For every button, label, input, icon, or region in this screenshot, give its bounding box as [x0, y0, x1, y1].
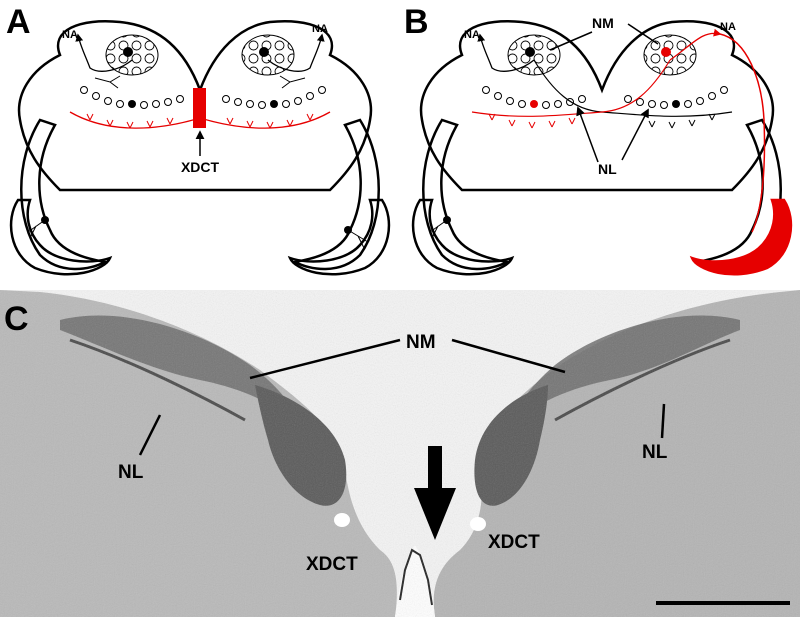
panel-b-label-na-left: NA: [464, 29, 480, 41]
panel-c-label-nl-right: NL: [642, 442, 668, 463]
panel-a-axon-left-black: [75, 33, 133, 72]
panel-b-label-nl: NL: [598, 161, 617, 177]
panel-b-ventral-dendrite-left: [429, 219, 448, 239]
panel-b-label-na-right: NA: [720, 21, 736, 33]
panel-a-left-crescent: [20, 118, 109, 271]
panel-a-left-lobe: [9, 198, 113, 276]
panel-b-nl-left-row: [482, 86, 586, 109]
panel-a-red-terminals-right: [226, 113, 314, 129]
panel-a-nl-left-row: [80, 86, 184, 109]
panel-a-branch-left: [94, 75, 121, 89]
panel-b-nl-leader-left: [576, 106, 599, 163]
panel-a-nl-right-row: [222, 86, 326, 109]
panel-b-nm-neuron-left: [525, 47, 535, 57]
panel-c: C NM NL NL XDCT XDCT: [0, 290, 800, 617]
panel-b-left-crescent: [422, 118, 511, 271]
panel-c-midline-arrow-icon: [414, 446, 456, 540]
panel-b-nm-leader-right: [627, 23, 659, 45]
panel-c-label-nl-left: NL: [118, 462, 144, 483]
panel-b-nl-neuron-left: [530, 100, 538, 108]
panel-b-right-lobe-injection: [689, 198, 793, 276]
panel-c-vessel-right: [470, 517, 486, 531]
panel-b-brainstem-outline: [419, 20, 775, 192]
panel-c-nm-leader-left: [249, 338, 401, 380]
panel-a-branch-right: [279, 75, 306, 89]
panel-b-nm-neuron-right: [661, 47, 671, 57]
panel-a-red-terminals-left: [86, 113, 174, 129]
panel-b-axon-right-red-na: [669, 28, 722, 61]
panel-b-black-terminals-right: [648, 113, 716, 129]
panel-c-label-nm: NM: [406, 332, 436, 353]
panel-c-vessel-left: [334, 513, 350, 527]
panel-b-nl-neuron-right: [672, 100, 680, 108]
panel-a-ventral-dendrite-left: [27, 219, 46, 239]
panel-b-nl-right-row: [624, 86, 728, 109]
panel-a-nl-neuron-left: [128, 100, 136, 108]
panel-a-right-crescent: [291, 118, 380, 271]
panel-c-nl-leader-left: [138, 414, 162, 456]
panel-b: B NA NA: [404, 3, 793, 276]
panel-b-axon-right-red-descending: [719, 33, 766, 233]
panel-a-nl-neuron-right: [270, 100, 278, 108]
panel-a-red-axon-right: [199, 111, 331, 129]
panel-a-xdct-injection: [193, 88, 206, 128]
panel-b-axon-left-cross-black: [533, 59, 733, 117]
panel-b-nl-leader-right: [621, 108, 649, 161]
panel-a-nm-neuron-left: [123, 47, 133, 57]
panel-b-axon-left-black: [477, 33, 535, 72]
panel-a-brainstem-outline: [17, 20, 373, 192]
panel-c-letter: C: [4, 300, 29, 338]
panel-c-nm-leader-right: [451, 338, 566, 374]
panel-c-texture: [0, 290, 800, 617]
panel-b-left-lobe: [411, 198, 515, 276]
panel-c-label-xdct-right: XDCT: [488, 532, 540, 553]
panel-b-nm-leader-left: [549, 31, 593, 51]
panel-b-label-nm: NM: [592, 15, 614, 31]
panel-b-letter: B: [404, 3, 429, 41]
panel-b-axon-right-red-cross: [471, 59, 671, 117]
panel-a: A: [6, 3, 391, 276]
panel-a-label-na-right: NA: [312, 23, 328, 35]
panel-a-right-lobe: [287, 198, 391, 276]
panel-a-axon-right-black: [267, 33, 325, 72]
panel-c-nl-leader-right: [660, 403, 666, 439]
panel-a-ventral-dendrite-right: [347, 229, 369, 249]
panel-a-label-xdct: XDCT: [181, 159, 220, 175]
panel-c-label-xdct-left: XDCT: [306, 554, 358, 575]
panel-a-nm-neuron-right: [259, 47, 269, 57]
panel-b-red-terminals-left: [488, 113, 576, 129]
panel-a-label-na-left: NA: [62, 29, 78, 41]
panel-a-letter: A: [6, 3, 31, 41]
panel-a-red-axon-left: [69, 111, 201, 129]
